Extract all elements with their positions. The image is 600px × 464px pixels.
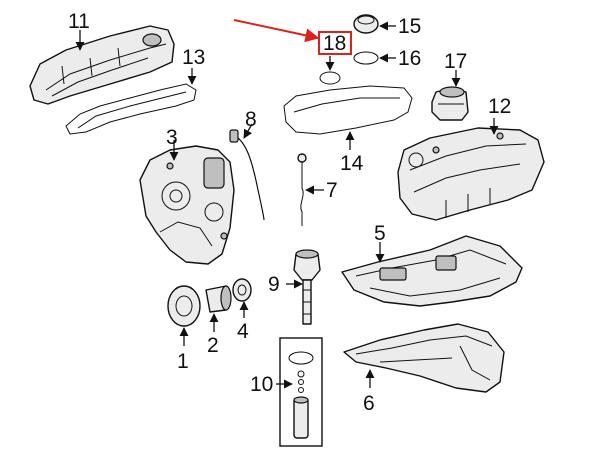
part-7-dipstick [297,153,324,226]
part-14-pan-gasket [283,85,413,150]
callout-17: 17 [444,50,467,73]
part-6-lower-oil-pan [343,323,505,393]
callout-15: 15 [398,15,421,38]
callout-18: 18 [323,32,346,55]
callout-3: 3 [166,126,178,149]
part-12-cylinder-head [397,118,545,221]
part-15-filler-cap [353,14,396,34]
part-1-pulley [167,285,201,346]
callout-11: 11 [68,10,90,33]
callout-14: 14 [340,152,364,175]
part-8-dipstick-tube [229,123,265,221]
callout-9: 9 [268,273,280,296]
callout-5: 5 [374,222,386,245]
part-5-upper-oil-pan [341,235,523,307]
callout-4: 4 [237,320,249,343]
part-3-front-cover [139,140,235,265]
callout-8: 8 [245,108,257,131]
callout-13: 13 [182,46,205,69]
part-11-valve-cover [29,25,175,105]
part-16-seal-ring [353,51,396,65]
callout-12: 12 [488,95,511,118]
callout-10: 10 [250,373,273,396]
callout-7: 7 [326,179,338,202]
part-2-bushing [205,285,232,332]
part-17-filter-housing [431,70,469,121]
part-13-gasket [65,68,197,135]
callout-16: 16 [398,47,421,70]
callout-18-highlight-box [318,31,352,55]
callout-2: 2 [207,334,219,357]
callout-6: 6 [363,392,375,415]
callout-1: 1 [177,350,189,373]
part-10-filter-kit [276,337,323,447]
part-9-filter-element [286,249,321,325]
part-4-seal [232,278,252,318]
part-18-o-ring [319,56,341,85]
highlight-arrow [233,19,320,43]
